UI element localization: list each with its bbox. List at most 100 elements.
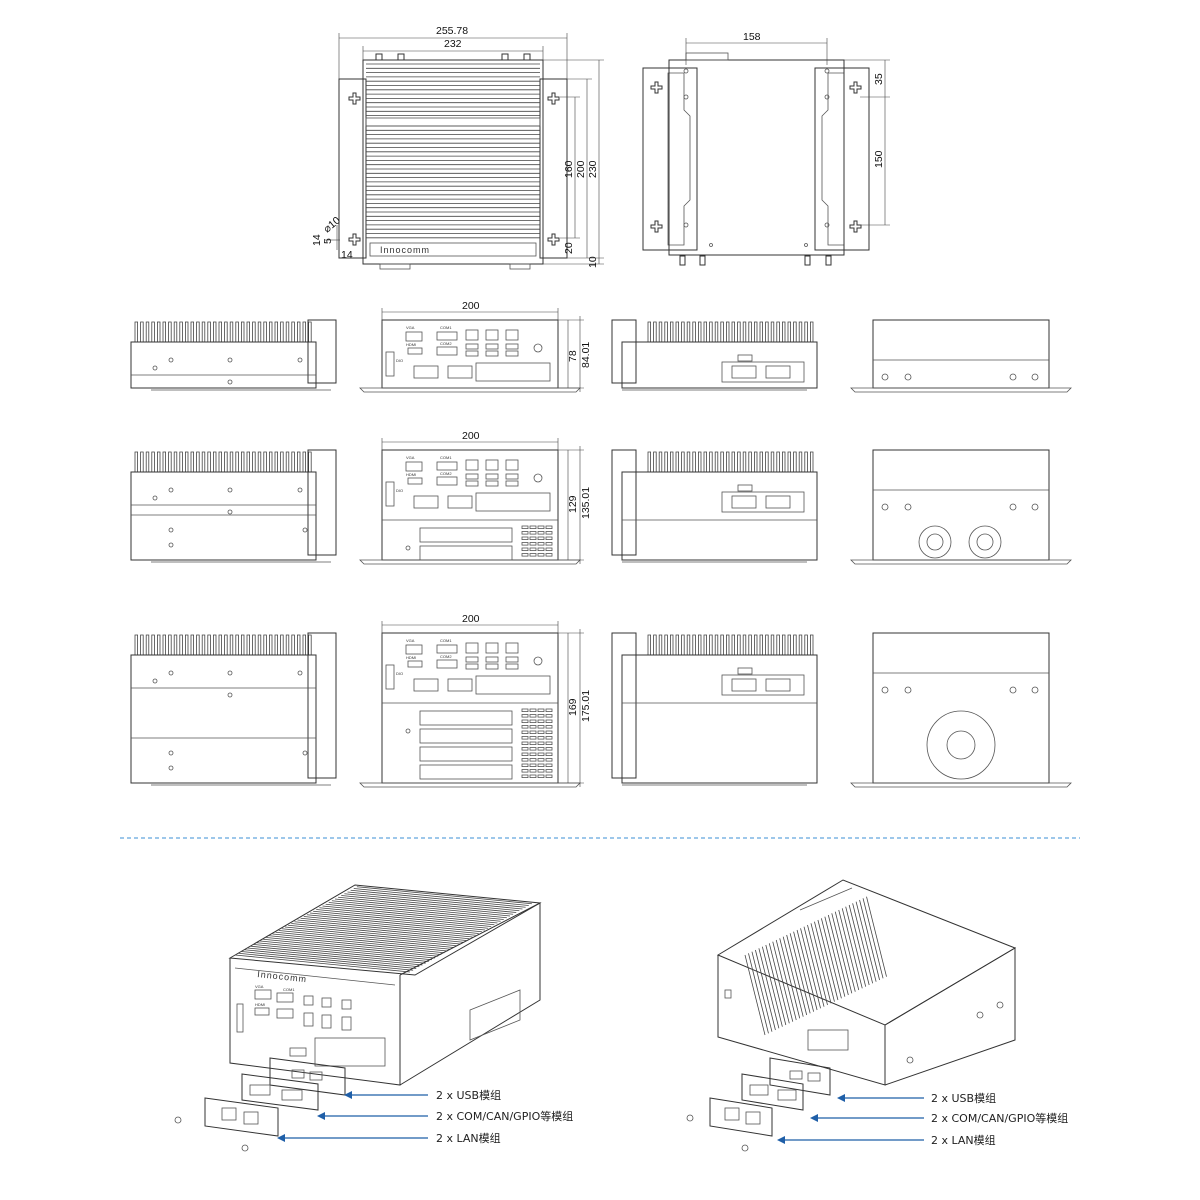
fin [675,634,679,655]
vent-slot [537,730,545,734]
module-label-lan-right: 2 x LAN模组 [931,1133,996,1147]
module-label-usb: 2 x USB模组 [436,1088,501,1102]
fin-line [817,919,839,1001]
screw-icon [297,670,303,676]
dim-height-200: 200 [575,160,587,178]
screw-icon [227,357,233,363]
fin-line [800,928,821,1009]
vent-slot [545,736,553,740]
rear-foot [850,387,1072,393]
fin [686,451,691,472]
fin-line [269,935,445,954]
fin [291,634,295,655]
side-bracket [307,319,337,384]
fin-line [779,938,801,1019]
port-label-dio: DIO [396,671,403,676]
dim-overall-width: 255.78 [436,25,468,37]
usb-port-icon [485,350,499,357]
fin [737,451,741,472]
fin [224,634,228,655]
lan-port-icon [505,642,519,654]
dim-height-160: 160 [563,160,575,178]
vent-slot [537,758,545,762]
fin-line [291,923,467,941]
dim-offset-10: 10 [587,256,599,268]
fin [229,321,234,342]
fin [134,321,138,342]
fin [714,634,719,655]
fin [280,321,284,342]
vent-slot [521,525,529,529]
usb-port-icon [465,656,479,663]
usb-port-icon [505,343,519,350]
side-body [621,341,818,389]
dim-front-total-height: 84.01 [580,342,592,368]
vent-slot [529,719,537,723]
fin [720,634,724,655]
fin [765,634,769,655]
port-icon [737,667,753,675]
screw-icon [227,487,233,493]
fin-line [234,954,411,973]
fin-line [768,943,790,1024]
top-view: Innocomm 255.78 232 160 200 230 20 10 ⌀1… [311,25,604,270]
fin-line [319,907,495,926]
fin-gap [365,117,541,127]
fin [157,451,161,472]
fin-line [838,909,860,991]
fin [134,451,138,472]
fin [269,634,273,655]
fin-line [309,912,486,931]
fin [140,634,144,655]
fin [754,634,758,655]
fin [201,634,206,655]
fin [653,451,657,472]
port-label-dio: DIO [396,488,403,493]
fin [297,451,301,472]
expansion-slot [419,728,513,744]
antenna-port-icon [881,503,889,511]
vent-slot [529,547,537,551]
com2-port-icon [436,659,458,669]
fin-line [353,888,529,906]
fin [793,321,797,342]
fin [658,451,663,472]
fin [241,634,245,655]
fin [269,451,273,472]
dim-bottom-35: 35 [873,73,885,85]
fin [213,634,217,655]
heatsink-fins [365,63,541,239]
vent-slot [537,714,545,718]
fin [664,321,668,342]
dim-height-230: 230 [587,160,599,178]
dim-hole-diameter: ⌀10 [321,214,343,235]
port-label-vga: VGA [255,984,264,989]
fin [302,451,306,472]
fin [810,634,814,655]
vent-slot [521,553,529,557]
fin [647,321,651,342]
fin [675,451,679,472]
lan-port-icon [485,642,499,654]
fin [658,321,663,342]
vent-slot [537,547,545,551]
dim-offset-20: 20 [563,242,575,254]
fin [151,321,155,342]
fin-line [789,933,811,1014]
fin [810,321,814,342]
vent-slot [529,741,537,745]
fin-line [297,919,473,938]
fin [759,634,763,655]
fin [793,634,797,655]
fin-line [765,944,787,1026]
fan-hub-icon [926,533,944,551]
antenna-port-icon [1031,503,1039,511]
fin [157,634,161,655]
antenna-port-icon [1009,503,1017,511]
fan-hub-icon [976,533,994,551]
iso-view-rear: 2 x USB模组 2 x COM/CAN/GPIO等模组 2 x LAN模组 [686,879,1068,1152]
usb-port-icon [465,343,479,350]
fin [770,634,775,655]
fin [140,321,144,342]
